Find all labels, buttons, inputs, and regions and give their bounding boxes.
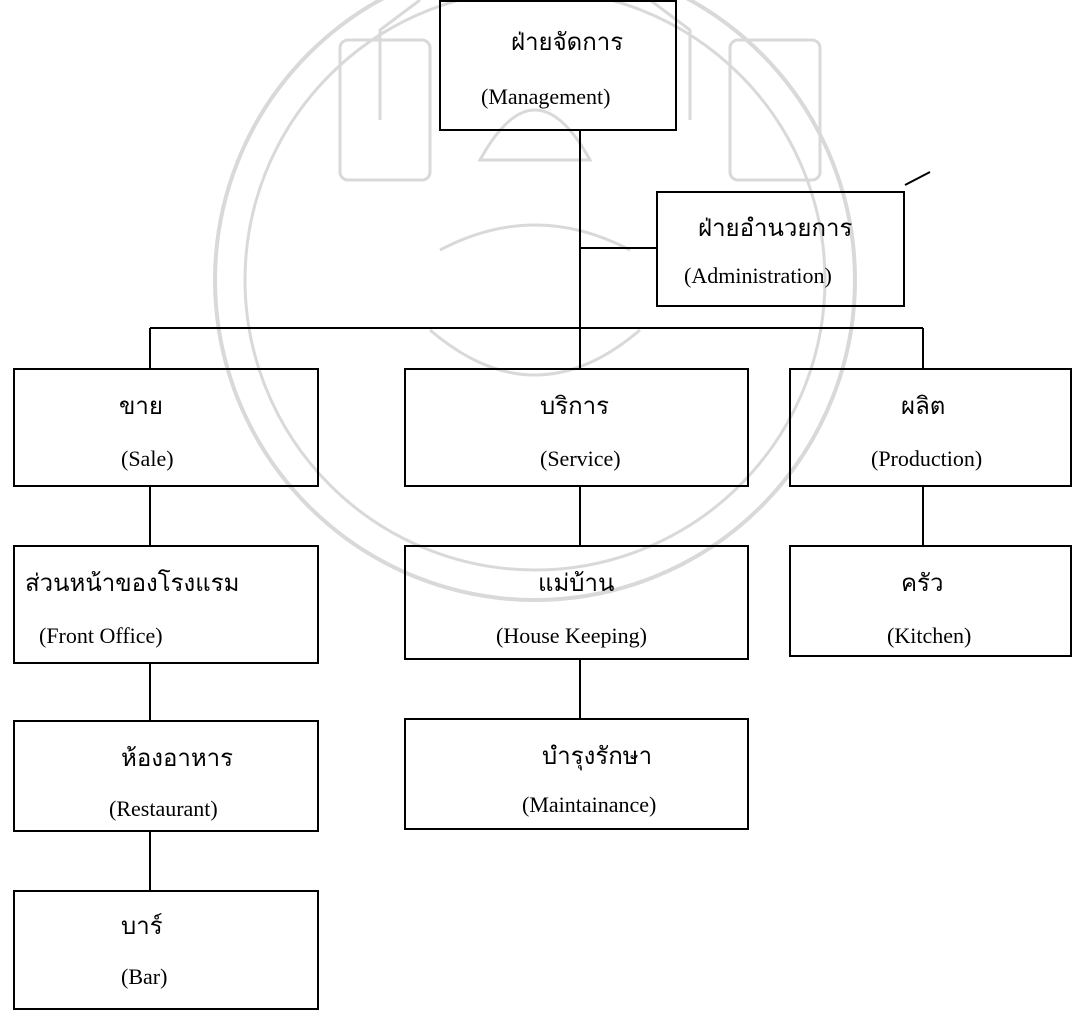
node-kitchen-thai-label: ครัว [901, 569, 944, 597]
node-housekeeping-english-label: (House Keeping) [496, 623, 647, 648]
node-front-office-thai-label: ส่วนหน้าของโรงแรม [25, 569, 240, 597]
node-management: ฝ่ายจัดการ (Management) [439, 0, 677, 131]
node-front-office: ส่วนหน้าของโรงแรม (Front Office) [13, 545, 319, 664]
node-production: ผลิต (Production) [789, 368, 1072, 487]
node-administration: ฝ่ายอำนวยการ (Administration) [656, 191, 905, 307]
node-housekeeping-thai-label: แม่บ้าน [538, 569, 615, 597]
stray-mark [904, 171, 931, 186]
node-housekeeping: แม่บ้าน (House Keeping) [404, 545, 749, 660]
connector-lines [149, 131, 931, 890]
node-management-thai-label: ฝ่ายจัดการ [511, 28, 624, 56]
node-service: บริการ (Service) [404, 368, 749, 487]
node-sale-english-label: (Sale) [121, 446, 174, 471]
node-front-office-english-label: (Front Office) [39, 623, 163, 648]
node-service-english-label: (Service) [540, 446, 621, 471]
node-sale: ขาย (Sale) [13, 368, 319, 487]
node-maintainance: บำรุงรักษา (Maintainance) [404, 718, 749, 830]
node-kitchen-english-label: (Kitchen) [887, 623, 972, 648]
node-bar: บาร์ (Bar) [13, 890, 319, 1010]
node-maintainance-english-label: (Maintainance) [522, 792, 657, 817]
node-bar-thai-label: บาร์ [121, 912, 163, 940]
node-bar-english-label: (Bar) [121, 964, 168, 989]
node-production-english-label: (Production) [871, 446, 983, 471]
node-service-thai-label: บริการ [540, 392, 610, 420]
node-sale-thai-label: ขาย [119, 392, 163, 420]
node-production-thai-label: ผลิต [901, 392, 946, 420]
node-kitchen: ครัว (Kitchen) [789, 545, 1072, 657]
node-administration-english-label: (Administration) [684, 263, 832, 288]
node-management-english-label: (Management) [481, 84, 611, 109]
node-restaurant-thai-label: ห้องอาหาร [121, 744, 234, 772]
node-restaurant-english-label: (Restaurant) [109, 796, 218, 821]
node-restaurant: ห้องอาหาร (Restaurant) [13, 720, 319, 832]
node-maintainance-thai-label: บำรุงรักษา [542, 742, 653, 770]
node-administration-thai-label: ฝ่ายอำนวยการ [698, 214, 853, 242]
